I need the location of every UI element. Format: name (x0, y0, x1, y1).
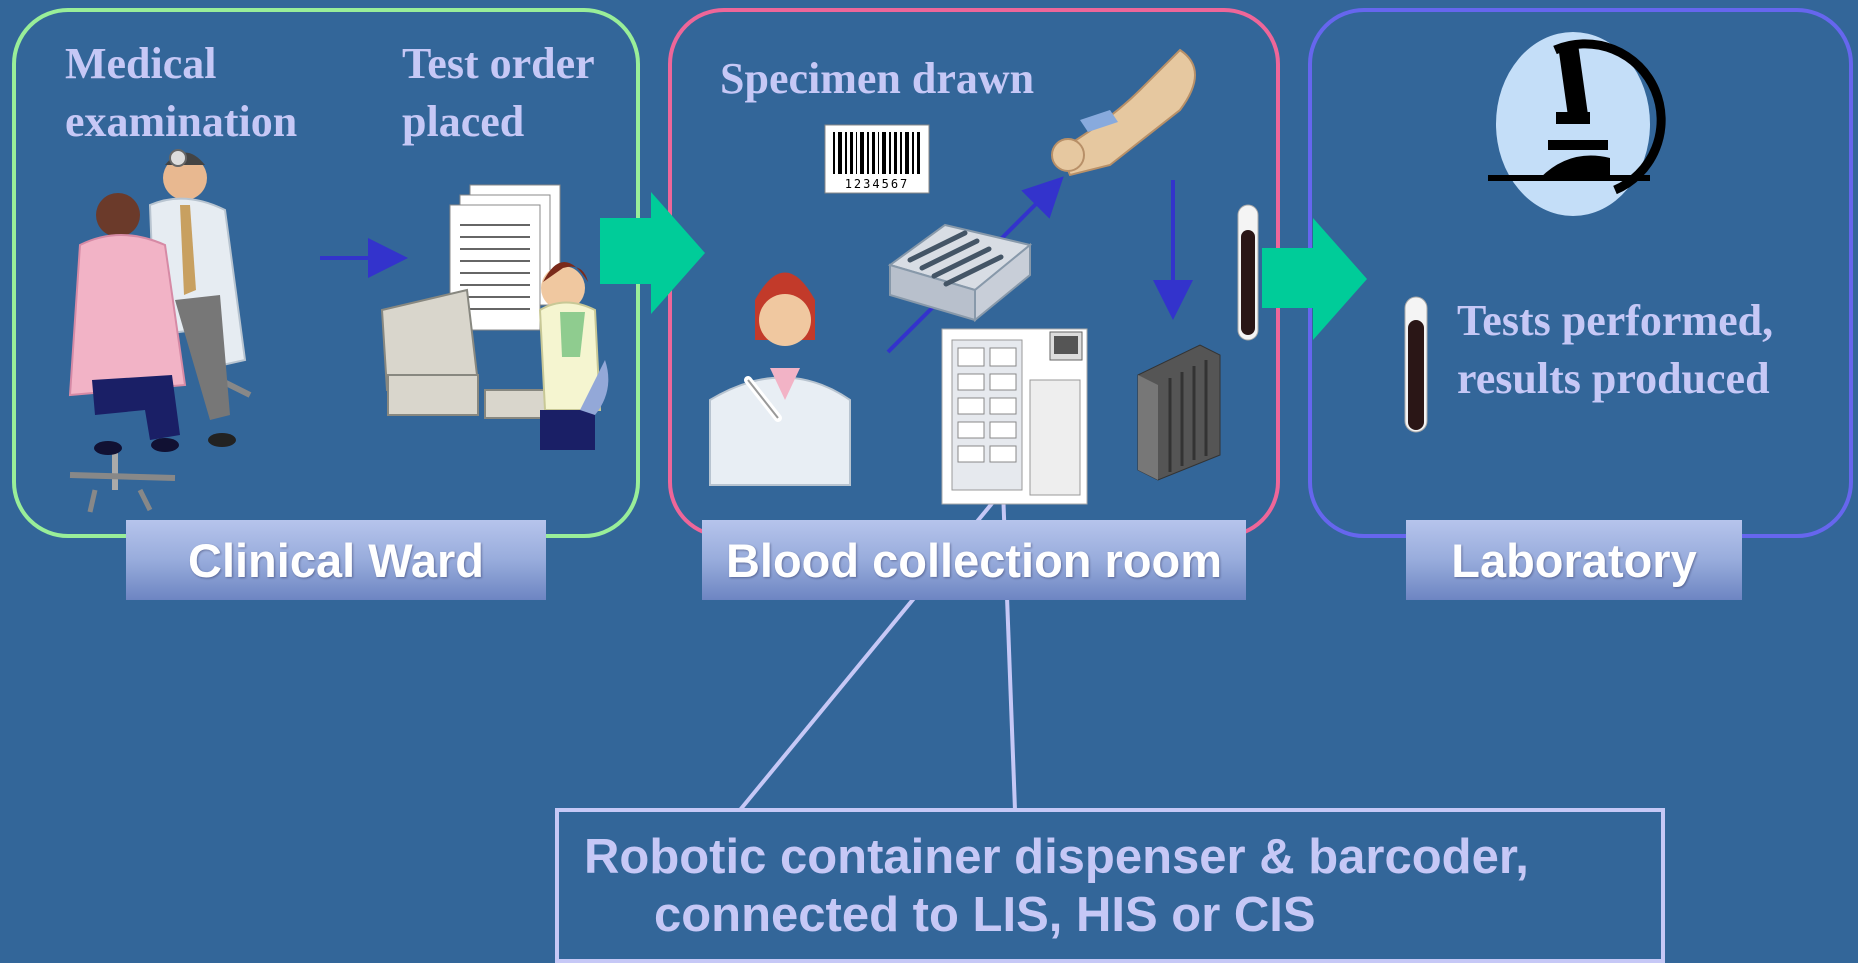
tube-tray-icon (887, 223, 1033, 323)
barcode-digits: 1234567 (845, 177, 910, 191)
blood-tube-icon (1237, 204, 1259, 341)
computer-clerk-icon (380, 184, 609, 450)
specimen-drawn-label: Specimen drawn (720, 54, 1035, 103)
flow-arrow-ward-to-collection (600, 192, 705, 314)
callout-line-2: connected to LIS, HIS or CIS (654, 888, 1316, 942)
doctor-patient-icon (68, 149, 252, 513)
laboratory-banner: Laboratory (1406, 520, 1742, 600)
callout-line-1: Robotic container dispenser & barcoder, (584, 830, 1529, 884)
phlebotomist-icon (709, 272, 851, 486)
tube-rack-icon (1137, 344, 1221, 481)
clinical-ward-banner: Clinical Ward (126, 520, 546, 600)
arm-blood-draw-icon (1051, 48, 1196, 177)
microscope-icon (1488, 32, 1666, 216)
blood-tube-icon-lab (1404, 296, 1428, 433)
medical-examination-label: Medical examination (65, 39, 298, 146)
flow-arrow-collection-to-lab (1262, 218, 1367, 340)
robotic-dispenser-icon (941, 328, 1088, 505)
tests-performed-label: Tests performed, results produced (1457, 296, 1774, 403)
barcode-icon: 1234567 (824, 124, 930, 194)
blood-collection-banner: Blood collection room (702, 520, 1246, 600)
robotic-dispenser-callout: Robotic container dispenser & barcoder, … (555, 808, 1665, 963)
test-order-label: Test order placed (402, 39, 594, 146)
